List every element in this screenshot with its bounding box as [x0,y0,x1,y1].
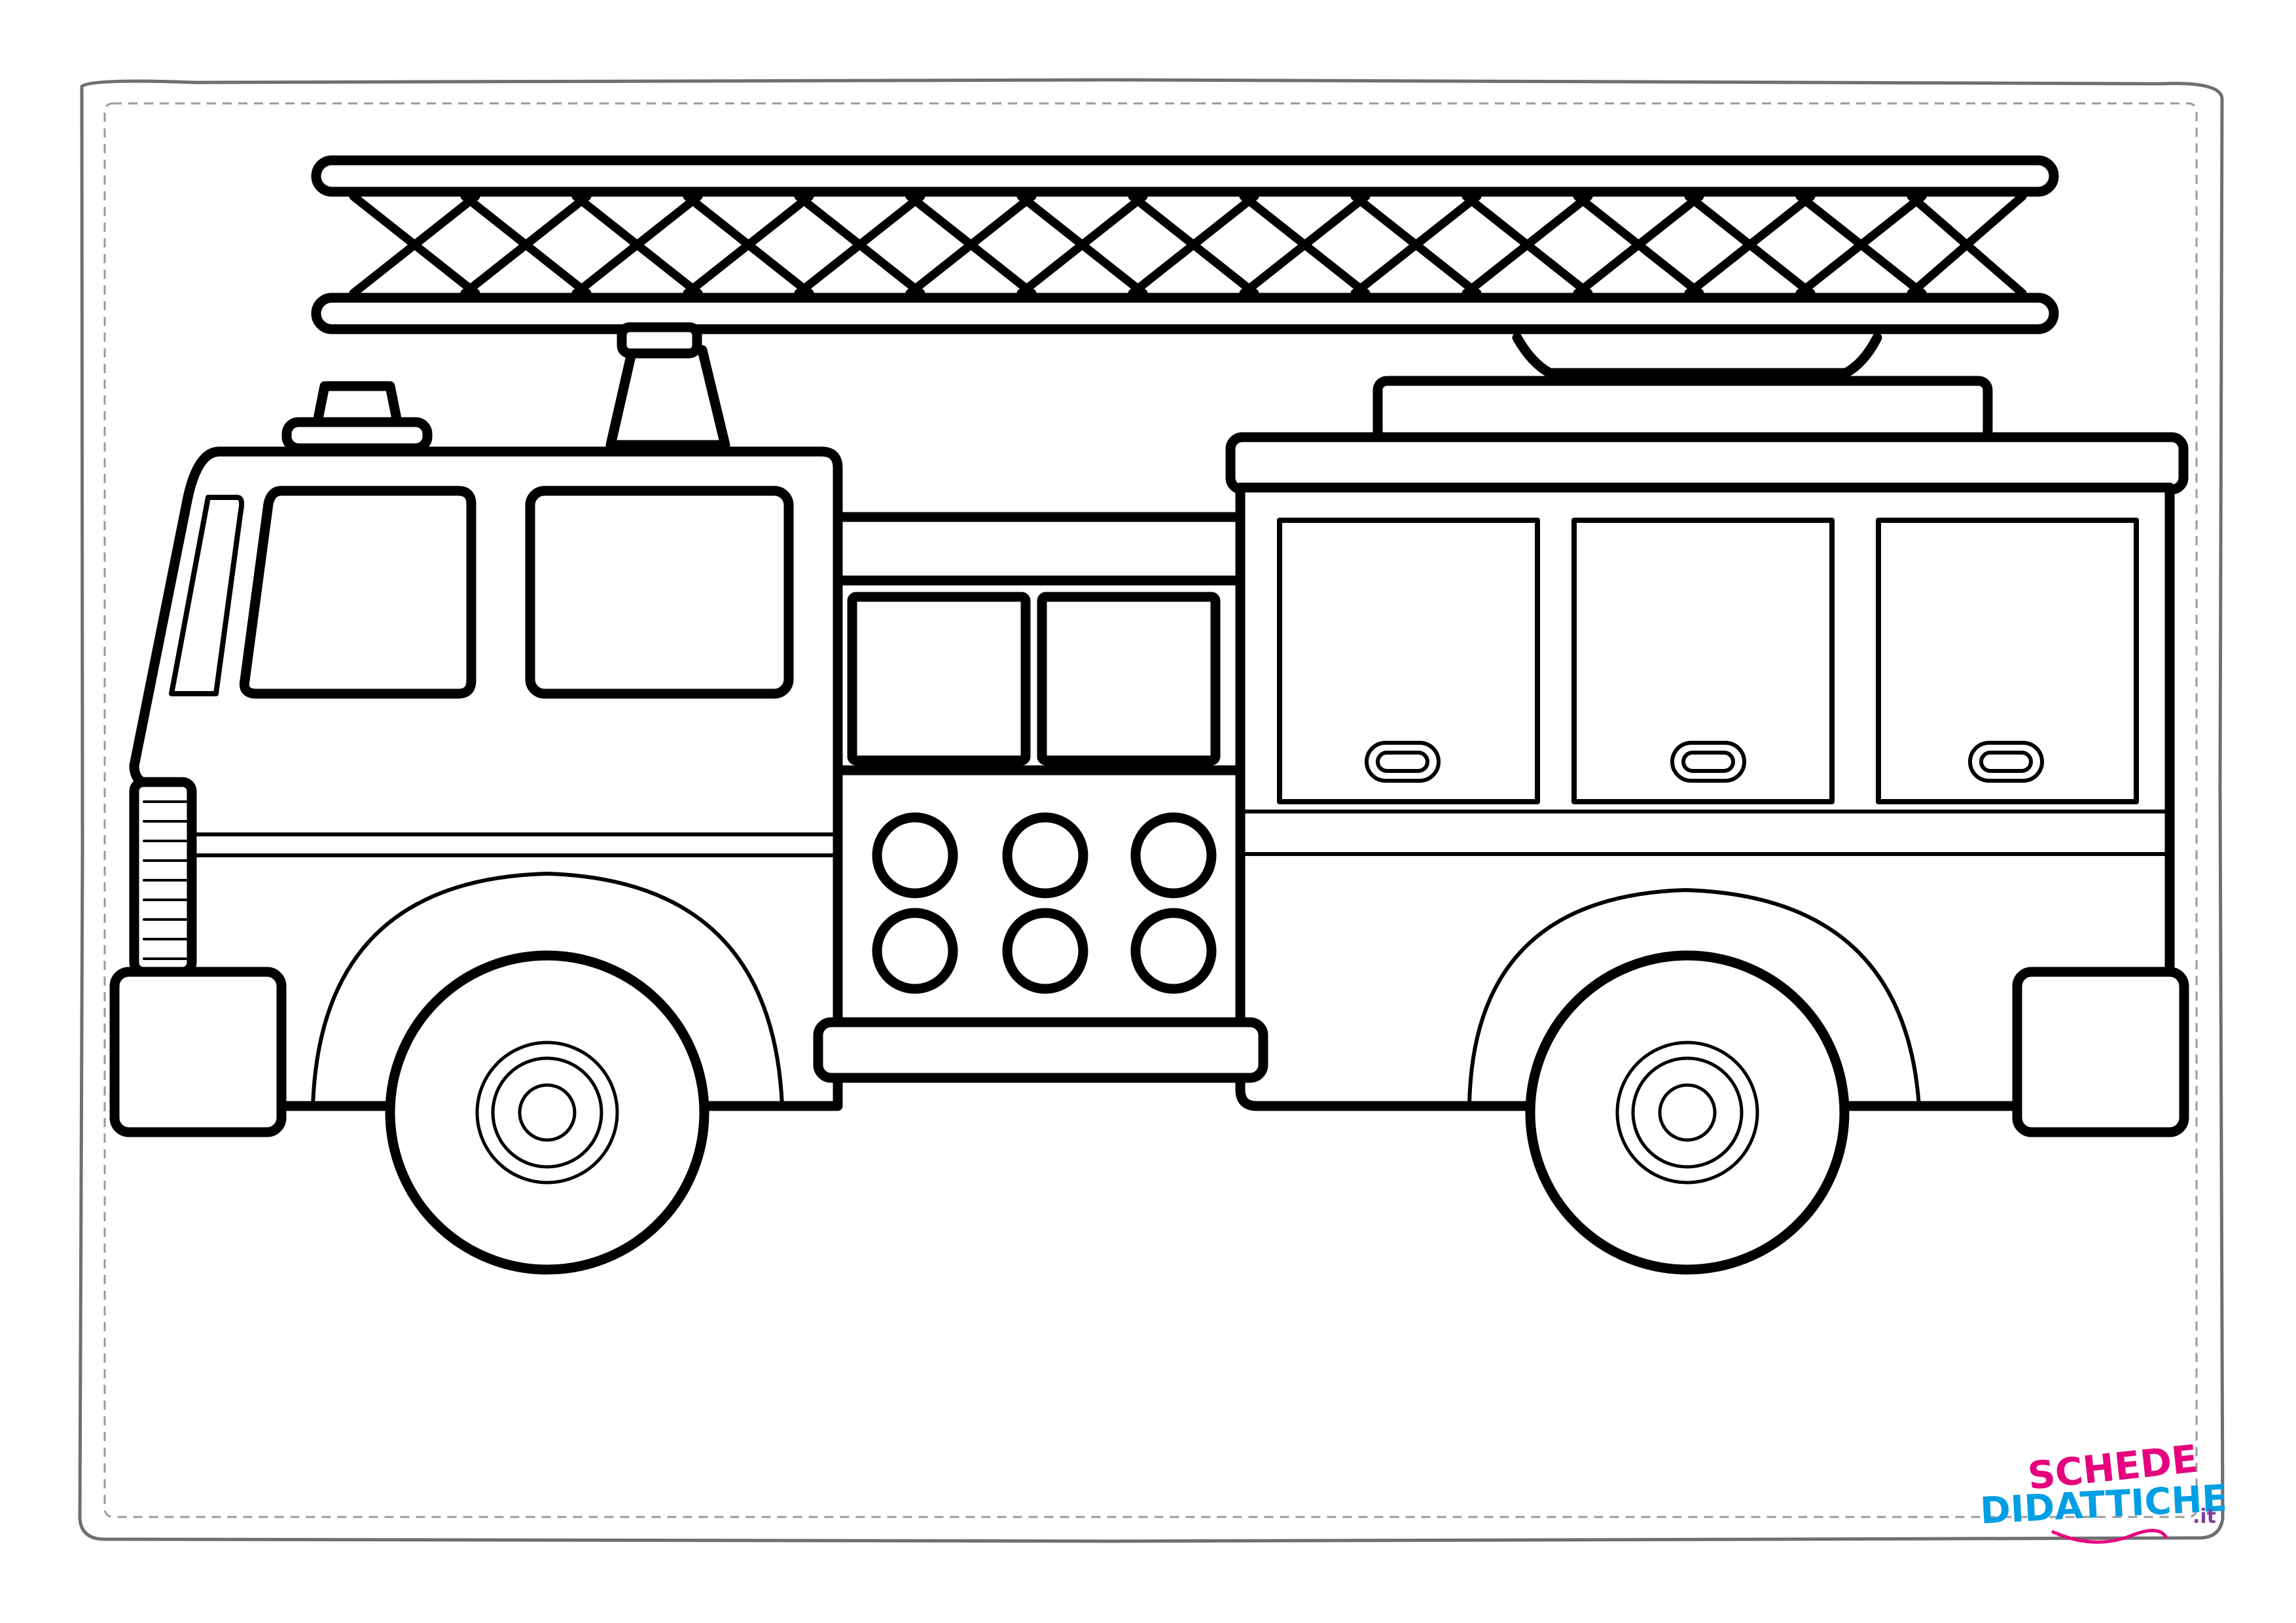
ladder-rung [1907,192,2027,298]
ladder-rung [1795,192,1927,298]
ladder-rung [905,192,1037,298]
rear-body [1225,432,2189,1111]
roof-box [1372,376,1993,445]
ladder-rung [1350,192,1482,298]
ladder-rung [349,192,480,298]
ladder-rung [1462,192,1593,298]
ladder-rung [683,192,814,298]
pump-gauges [872,812,1217,994]
siren-lights [281,322,730,454]
rear-wheel [1525,950,1850,1275]
front-bumper [109,967,287,1137]
fire-truck [109,155,2189,1275]
cab [129,446,843,1111]
rear-bumper [2012,967,2189,1137]
side-step [813,1017,1268,1083]
ladder-rung [571,192,703,298]
compartment-handles [1365,741,2044,783]
ladder-rung [794,192,925,298]
grille [129,777,197,977]
ladder-lattice [349,192,2027,298]
front-wheel [385,950,709,1275]
ladder-rung [1128,192,1259,298]
logo-suffix: .it [2193,1505,2216,1528]
ladder-rung [1573,192,1704,298]
ladder-rung [1239,192,1371,298]
ladder [311,155,2059,378]
ladder-rung [460,192,592,298]
ladder-rung [1684,192,1816,298]
ladder-rung [1016,192,1148,298]
